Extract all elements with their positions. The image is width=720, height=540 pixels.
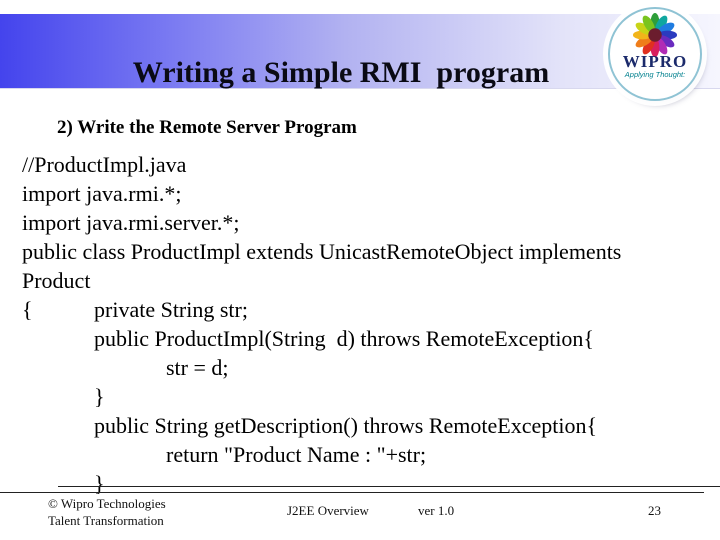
wipro-flower-icon: [632, 12, 678, 58]
logo-brand-text: WIPRO: [622, 52, 688, 71]
code-line: //ProductImpl.java: [22, 152, 187, 177]
code-line: return "Product Name : "+str;: [22, 442, 427, 467]
footer-page-number: 23: [648, 503, 661, 518]
logo-tagline-text: Applying Thought:: [624, 70, 686, 79]
title-banner: Writing a Simple RMI program: [0, 14, 720, 89]
code-line: import java.rmi.server.*;: [22, 210, 240, 235]
code-line: public class ProductImpl extends Unicast…: [22, 239, 622, 264]
code-line: }: [22, 471, 105, 496]
code-line: import java.rmi.*;: [22, 181, 182, 206]
section-heading: 2) Write the Remote Server Program: [57, 117, 357, 138]
code-line: }: [22, 384, 105, 409]
code-line: public ProductImpl(String d) throws Remo…: [22, 326, 594, 351]
footer-copyright: © Wipro Technologies Talent Transformati…: [48, 495, 166, 529]
code-line: str = d;: [22, 355, 229, 380]
slide-title: Writing a Simple RMI program: [132, 56, 550, 89]
wipro-logo: WIPRO Applying Thought:: [608, 7, 702, 101]
code-line: public String getDescription() throws Re…: [22, 413, 598, 438]
code-block: //ProductImpl.java import java.rmi.*; impo…: [22, 150, 717, 498]
footer-copyright-line2: Talent Transformation: [48, 513, 164, 528]
code-line: { private String str;: [22, 297, 248, 322]
footer-version: ver 1.0: [418, 503, 455, 518]
footer-copyright-line1: © Wipro Technologies: [48, 496, 166, 511]
footer: © Wipro Technologies Talent Transformati…: [0, 493, 720, 540]
footer-divider-upper: [58, 486, 720, 487]
footer-course-title: J2EE Overview: [287, 503, 369, 518]
footer-divider-lower: [0, 492, 704, 493]
code-line: Product: [22, 268, 91, 293]
